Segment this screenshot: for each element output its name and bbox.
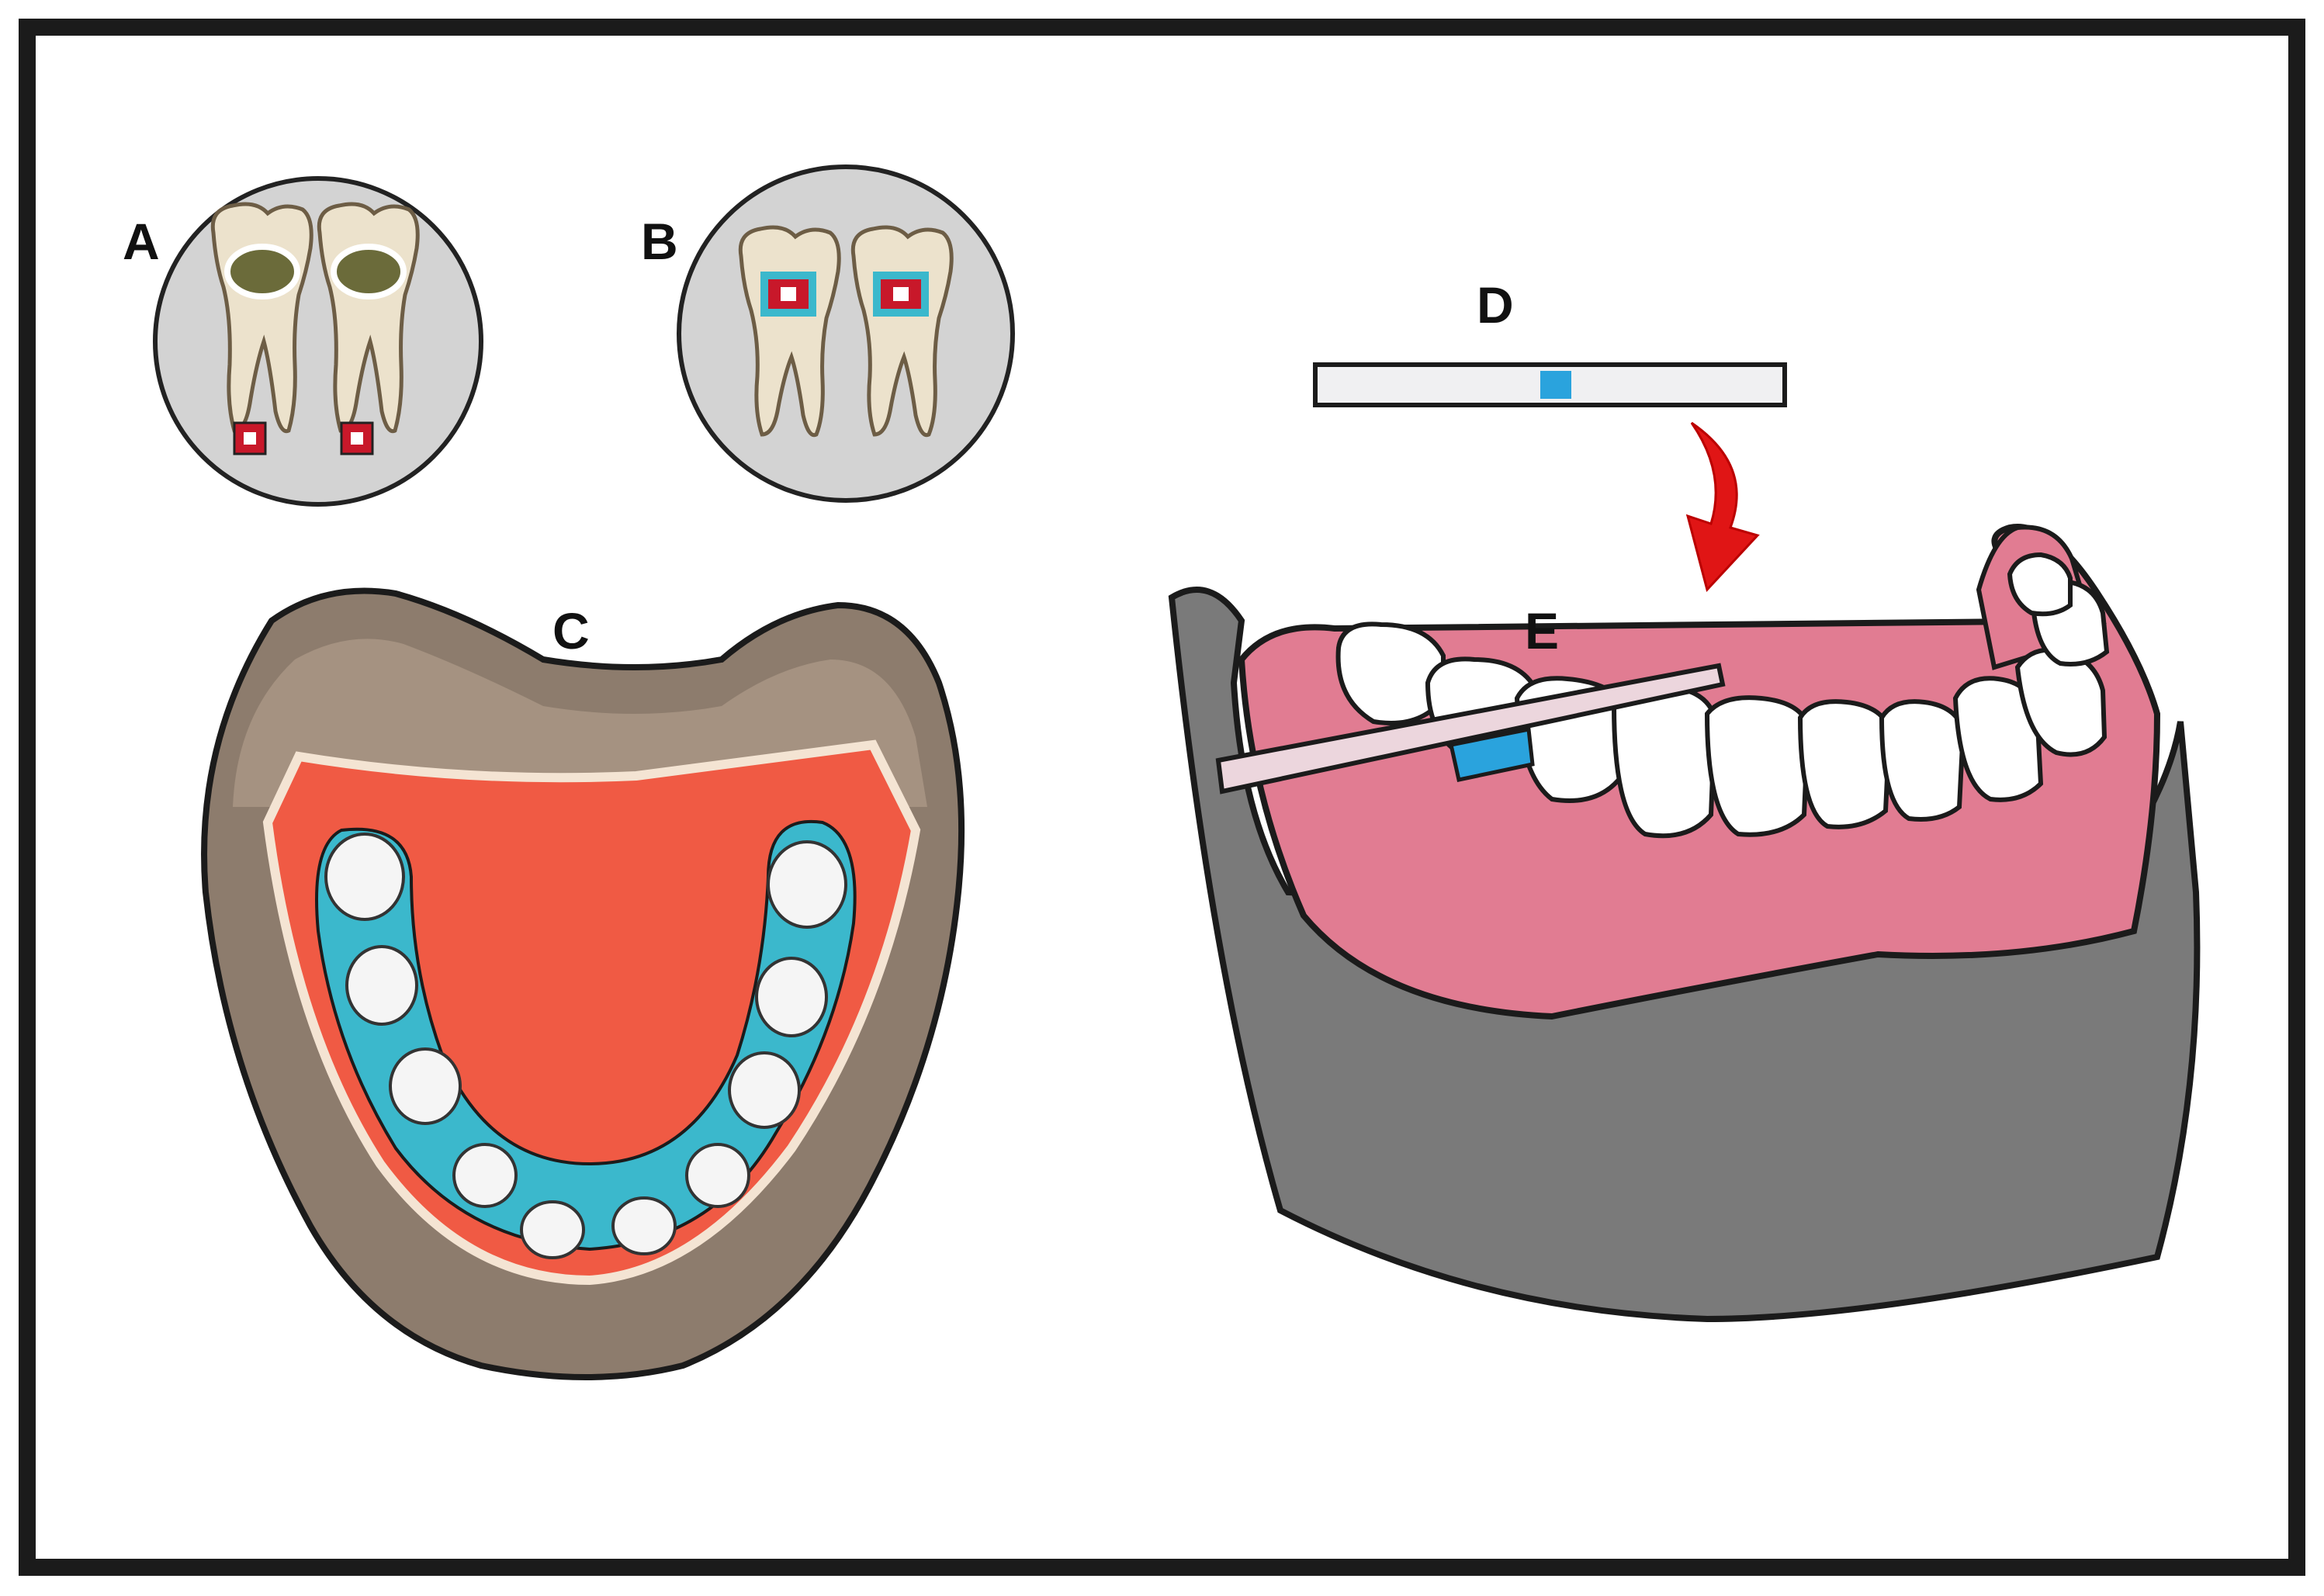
panel-label-e: E — [1525, 602, 1560, 660]
impression-tooth — [520, 1200, 585, 1259]
bonded-block — [1449, 727, 1535, 782]
impression-tooth — [324, 833, 405, 921]
cavity-preparation — [224, 244, 300, 299]
panel-b-illustration — [677, 164, 1015, 503]
panel-label-b: B — [641, 213, 678, 270]
strip-in-mouth — [1215, 663, 1726, 795]
impression-tooth — [389, 1047, 462, 1125]
impression-tooth — [728, 1051, 801, 1129]
tooth — [1952, 676, 2044, 802]
cavity-preparation — [331, 244, 407, 299]
panel-d-strip — [1313, 362, 1787, 407]
impression-tooth — [767, 840, 847, 929]
tooth — [1335, 621, 1446, 725]
impression-tooth — [685, 1143, 750, 1208]
impression-tooth — [345, 945, 418, 1026]
tooth — [2007, 552, 2073, 617]
panel-label-c: C — [552, 602, 590, 660]
molar-tooth — [850, 225, 954, 438]
tooth — [1797, 699, 1893, 829]
impression-tooth — [611, 1196, 677, 1255]
strip-blue-segment — [1540, 371, 1571, 399]
panel-c-impression-tray — [201, 587, 965, 1380]
panel-label-d: D — [1477, 276, 1514, 334]
molar-tooth — [317, 202, 420, 434]
molar-tooth — [210, 202, 313, 434]
molar-tooth — [738, 225, 841, 438]
tooth — [1704, 695, 1811, 837]
mandible-model — [1168, 524, 2201, 1323]
bonded-restoration — [760, 272, 816, 317]
tooth — [1611, 684, 1718, 839]
panel-a-illustration — [153, 176, 483, 507]
tooth — [1879, 699, 1966, 822]
impression-tooth — [452, 1143, 518, 1208]
placement-arrow — [1685, 421, 1760, 593]
impression-tooth — [755, 957, 828, 1037]
panel-label-a: A — [123, 213, 160, 270]
